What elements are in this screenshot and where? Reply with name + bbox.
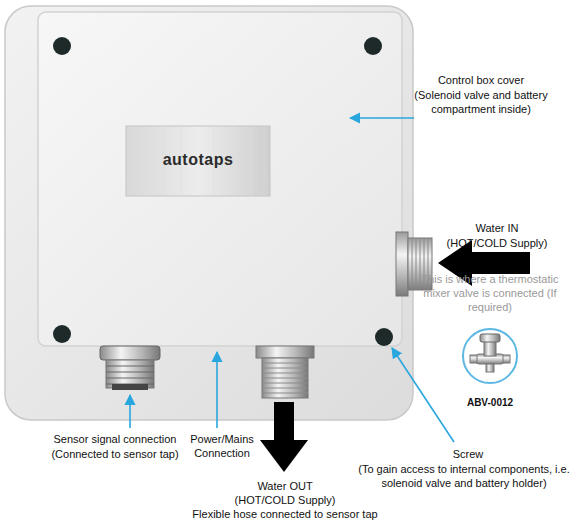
part-note: (To gain access to internal components, … xyxy=(356,462,572,490)
port-note: Flexible hose connected to sensor tap xyxy=(180,507,390,521)
port-name: Water IN xyxy=(447,221,547,235)
brand-logo: autotaps xyxy=(136,150,260,170)
mounting-plate xyxy=(5,6,413,420)
mixer-valve-icon xyxy=(463,329,517,383)
grey-note: This is where a thermostatic mixer valve… xyxy=(415,272,565,314)
control-box-cover xyxy=(38,12,402,346)
port-note: (Connected to sensor tap) xyxy=(40,447,190,461)
part-name: Control box cover xyxy=(416,73,546,87)
sensor-connector xyxy=(100,346,160,390)
leader-lines xyxy=(130,118,454,442)
port-note: (HOT/COLD Supply) xyxy=(432,236,562,250)
part-name: Screw xyxy=(418,447,518,461)
port-name: Water OUT xyxy=(230,479,340,493)
port-name: Sensor signal connection xyxy=(40,432,190,446)
brushed-lines xyxy=(132,126,264,196)
water-out-fitting xyxy=(256,346,314,398)
port-note: (HOT/COLD Supply) xyxy=(225,493,345,507)
water-out-arrow xyxy=(260,402,308,472)
port-name: Power/Mains Connection xyxy=(182,432,262,460)
screw-heads xyxy=(53,37,393,346)
part-note: (Solenoid valve and battery compartment … xyxy=(411,88,551,116)
logo-plate xyxy=(126,126,270,196)
water-in-fitting xyxy=(396,232,432,296)
part-number: ABV-0012 xyxy=(445,396,535,410)
